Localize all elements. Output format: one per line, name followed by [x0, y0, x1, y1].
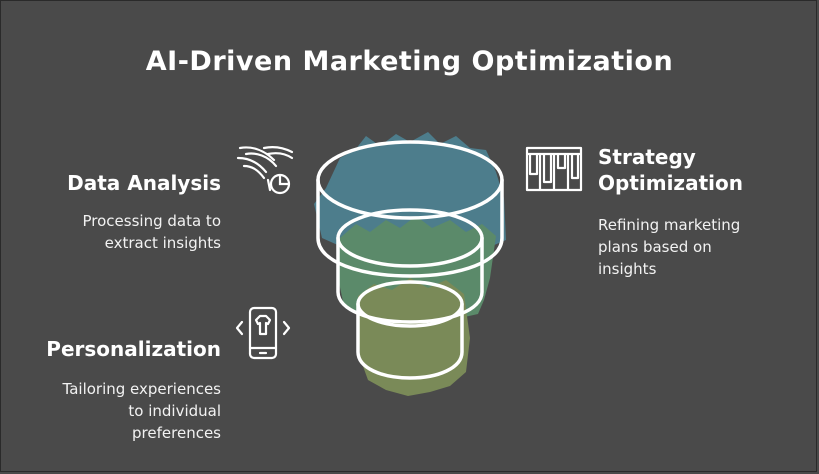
- funnel-outline: [316, 140, 504, 380]
- funnel-top-layer: [314, 132, 506, 248]
- strategy-optimization-heading: Strategy Optimization: [598, 145, 743, 195]
- personalization-description: Tailoring experiences to individual pref…: [62, 380, 221, 442]
- data-analysis-description: Processing data to extract insights: [82, 212, 221, 252]
- diagram-title: AI-Driven Marketing Optimization: [145, 46, 674, 77]
- funnel-graphic: [314, 132, 506, 396]
- smartphone-shirt-icon: [235, 306, 291, 360]
- data-analysis-icon: [236, 146, 294, 195]
- funnel-bottom-layer: [358, 278, 470, 396]
- data-analysis-heading: Data Analysis: [67, 171, 221, 195]
- strategy-columns-icon: [525, 146, 583, 192]
- personalization-heading: Personalization: [46, 337, 221, 361]
- strategy-optimization-description: Refining marketing plans based on insigh…: [598, 216, 741, 278]
